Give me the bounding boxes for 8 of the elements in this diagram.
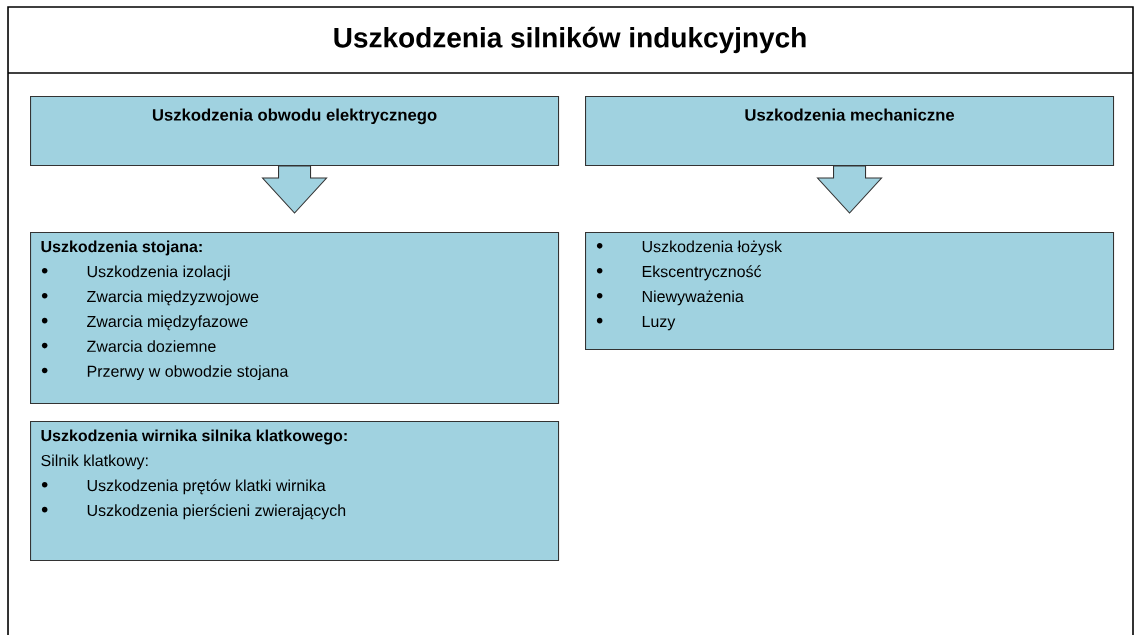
list-box: Uszkodzenia wirnika silnika klatkowego: Silnik klatkowy: Uszkodzenia prętów klatki wirnika Uszkodzenia pierścieni zwierających — [30, 421, 560, 562]
list-box: Uszkodzenia łożysk Ekscentryczność Niewyważenia Luzy — [585, 232, 1115, 351]
list-box: Uszkodzenia stojana: Uszkodzenia izolacji Zwarcia międzyzwojowe Zwarcia międzyfazowe Zwarcia doziemne Przerwy w obwodzie stojana — [30, 232, 560, 405]
block-arrow — [816, 165, 883, 214]
block-arrow — [261, 165, 328, 214]
category-box: Uszkodzenia mechaniczne — [585, 96, 1115, 167]
category-box: Uszkodzenia obwodu elektrycznego — [30, 96, 560, 167]
title: Uszkodzenia silników indukcyjnych — [334, 26, 806, 54]
